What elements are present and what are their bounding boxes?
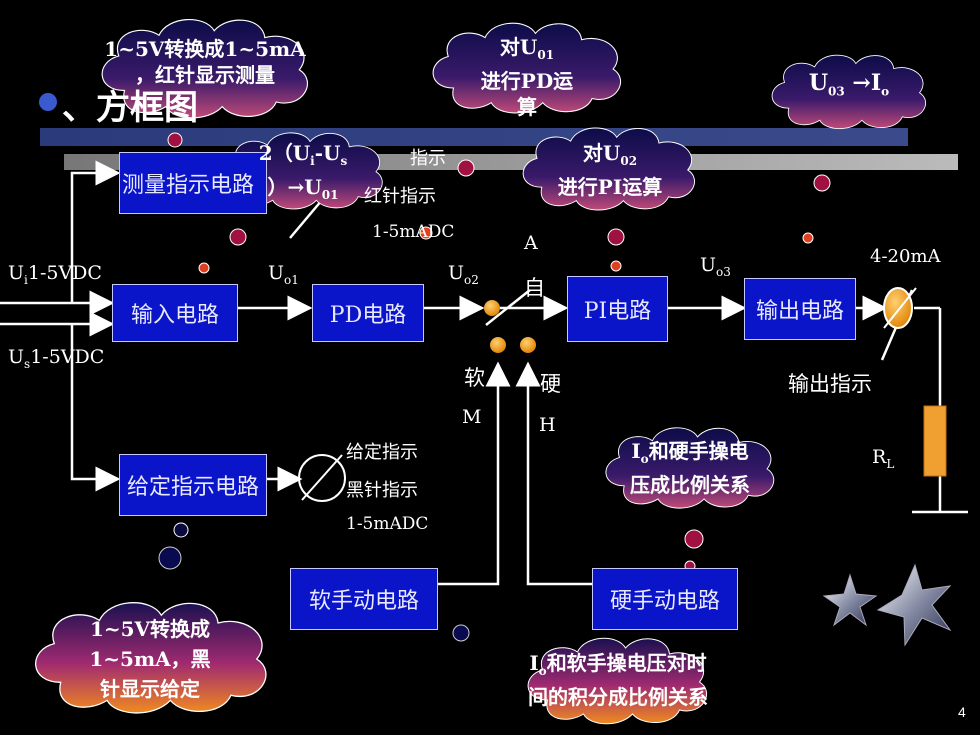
input-circuit-block[interactable]: 输入电路 [112, 284, 238, 342]
us-label: Us1-5VDC [8, 346, 105, 371]
cloud-4-text: 2（Ui-Us ）→U01 [258, 141, 348, 202]
measure-meter-label-3: 1-5mADC [372, 222, 455, 242]
ui-label: Ui1-5VDC [8, 262, 102, 287]
soft-manual-block[interactable]: 软手动电路 [290, 568, 438, 630]
switch-contact-hard-icon [520, 337, 536, 353]
setpoint-meter-icon [298, 454, 346, 502]
load-label: RL [872, 446, 895, 471]
output-meter-needle [883, 287, 917, 329]
output-circuit-block[interactable]: 输出电路 [744, 278, 856, 340]
pd-circuit-block[interactable]: PD电路 [312, 284, 424, 342]
output-current-label: 4-20mA [870, 246, 941, 267]
load-resistor-icon [923, 405, 947, 477]
setpoint-meter-needle [301, 454, 343, 501]
auto-letter-label: A [524, 232, 538, 254]
soft-letter-label: M [462, 406, 482, 428]
star-small-icon [822, 573, 878, 627]
uo1-label: Uo1 [268, 262, 299, 287]
measure-meter-label-1: 指示 [410, 148, 446, 169]
measure-meter-label-2: 红针指示 [364, 186, 436, 207]
hard-letter-label: H [539, 414, 556, 436]
hard-char-label: 硬 [540, 372, 561, 396]
slide-title: 、方框图 [62, 88, 198, 128]
setpoint-meter-label-1: 给定指示 [346, 442, 418, 463]
uo3-label: Uo3 [700, 254, 731, 279]
cloud-3-text: U03 →Io [808, 70, 890, 99]
cloud-2-text: 对U01 进行PD运 算 [480, 35, 574, 119]
cloud-6-text: Io和硬手操电 压成比例关系 [630, 439, 750, 497]
switch-contact-soft-icon [490, 337, 506, 353]
measure-indicator-block[interactable]: 测量指示电路 [119, 152, 267, 214]
setpoint-indicator-block[interactable]: 给定指示电路 [119, 454, 267, 516]
output-indicator-label: 输出指示 [788, 372, 872, 396]
hard-manual-block[interactable]: 硬手动电路 [592, 568, 738, 630]
bullet-icon [39, 93, 57, 111]
wiring [0, 160, 968, 586]
cloud-1-text: 1~5V转换成1~5mA，红针显示测量 [104, 37, 306, 87]
switch-contact-auto-icon [484, 300, 500, 316]
cloud-5-text: 对U02 进行PI运算 [557, 141, 663, 199]
star-large-icon [876, 563, 952, 647]
setpoint-meter-label-2: 黑针指示 [346, 480, 418, 501]
cloud-8-text: Io和软手操电压对时 间的积分成比例关系 [528, 651, 708, 709]
soft-char-label: 软 [464, 366, 485, 390]
auto-char-label: 自 [524, 276, 545, 300]
setpoint-meter-label-3: 1-5mADC [346, 514, 429, 534]
pi-circuit-block[interactable]: PI电路 [567, 276, 668, 342]
uo2-label: Uo2 [448, 262, 479, 287]
page-number: 4 [958, 704, 966, 720]
